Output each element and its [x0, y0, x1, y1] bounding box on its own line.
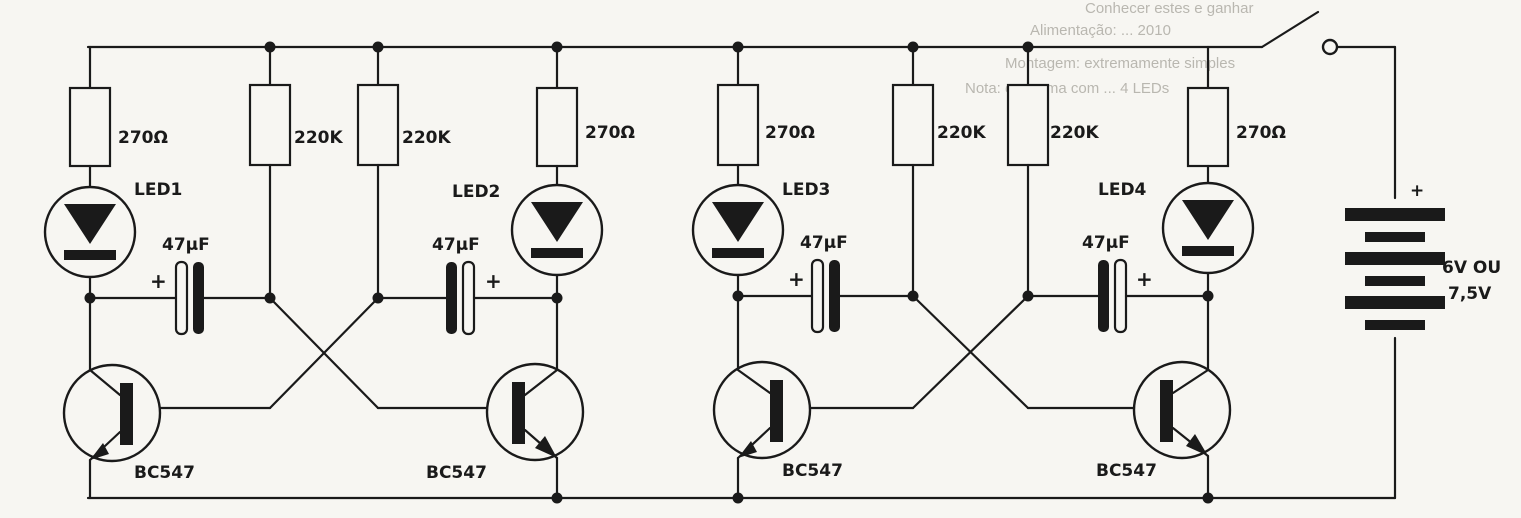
cap1 — [88, 260, 272, 336]
background-text-3: Montagem: extremamente simples — [1005, 55, 1236, 72]
cross-coupling-b — [783, 294, 1142, 410]
background-text-1: Conhecer estes e ganhar — [1085, 0, 1254, 17]
r220-3 — [891, 45, 935, 298]
r3-label: 220K — [402, 128, 451, 148]
cap4-plus: + — [1136, 267, 1153, 291]
r2-label: 220K — [294, 128, 343, 148]
battery-plus-label: + — [1410, 181, 1424, 201]
led2-branch — [510, 45, 604, 372]
q2-label: BC547 — [426, 463, 487, 483]
cap3-plus: + — [788, 267, 805, 291]
cross-coupling-a — [133, 296, 492, 410]
top-rail — [86, 10, 1397, 200]
r8-label: 270Ω — [1236, 123, 1286, 143]
r6-label: 220K — [937, 123, 986, 143]
cap3-label: 47µF — [800, 233, 848, 253]
cap1-label: 47µF — [162, 235, 210, 255]
r220-4 — [1006, 45, 1050, 298]
junction-dots — [84, 41, 1214, 504]
led4-label: LED4 — [1098, 180, 1147, 200]
background-text-2: Alimentação: ... 2010 — [1030, 22, 1171, 39]
led1-branch — [43, 45, 137, 372]
led3-branch — [691, 45, 785, 372]
r4-label: 270Ω — [585, 123, 635, 143]
led1-label: LED1 — [134, 180, 182, 200]
supply-voltage-label-2: 7,5V — [1448, 284, 1492, 304]
cap2-label: 47µF — [432, 235, 480, 255]
r7-label: 220K — [1050, 123, 1099, 143]
led3-label: LED3 — [782, 180, 830, 200]
battery — [1345, 208, 1445, 330]
transistor-q1 — [62, 363, 162, 500]
led2-label: LED2 — [452, 182, 500, 202]
r1-label: 270Ω — [118, 128, 168, 148]
q4-label: BC547 — [1096, 461, 1157, 481]
r5-label: 270Ω — [765, 123, 815, 143]
r220-1 — [248, 45, 292, 300]
supply-voltage-label-1: 6V OU — [1442, 258, 1501, 278]
cap2 — [376, 260, 559, 336]
cap1-plus: + — [150, 269, 167, 293]
r220-2 — [356, 45, 400, 300]
cap4-label: 47µF — [1082, 233, 1130, 253]
transistor-q3 — [712, 360, 812, 500]
q1-label: BC547 — [134, 463, 195, 483]
cap2-plus: + — [485, 269, 502, 293]
cap3 — [736, 258, 915, 334]
cap4 — [1026, 258, 1210, 334]
led4-branch — [1161, 45, 1255, 372]
q3-label: BC547 — [782, 461, 843, 481]
transistor-q4 — [1132, 360, 1232, 500]
transistor-q2 — [485, 362, 585, 500]
